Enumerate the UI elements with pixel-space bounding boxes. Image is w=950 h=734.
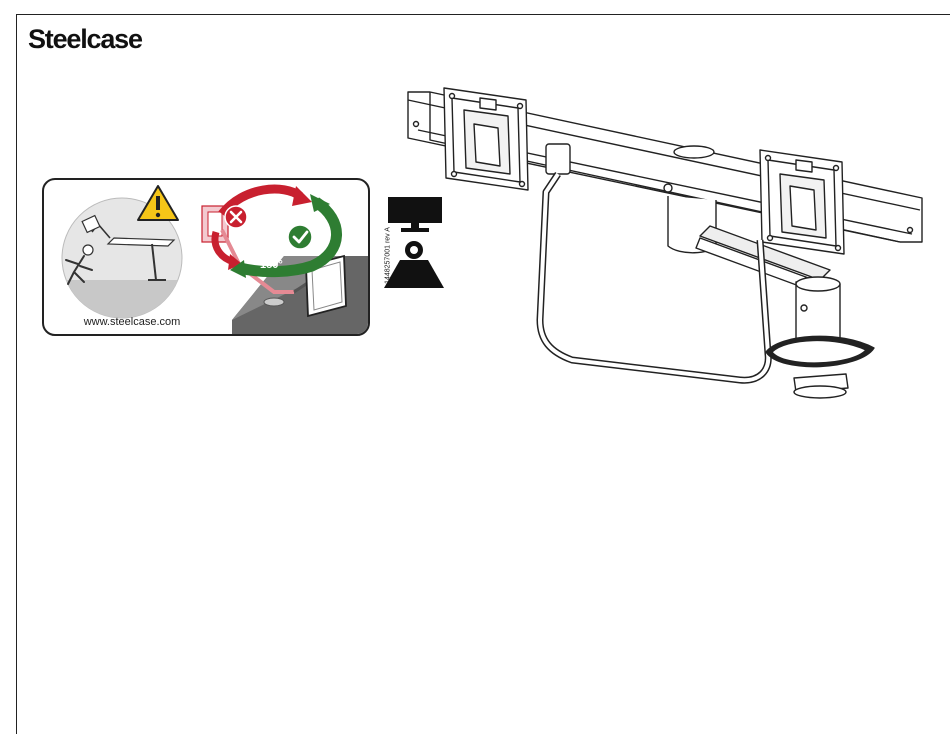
warning-label-card <box>42 178 370 336</box>
rotation-angle-label: 180° <box>260 259 283 271</box>
dual-monitor-arm-illustration <box>400 70 940 410</box>
x-circle-icon <box>225 206 247 228</box>
warning-illustration <box>44 180 370 336</box>
brand-logo: Steelcase <box>28 24 142 55</box>
website-url: www.steelcase.com <box>72 316 192 328</box>
check-circle-icon <box>288 225 312 249</box>
